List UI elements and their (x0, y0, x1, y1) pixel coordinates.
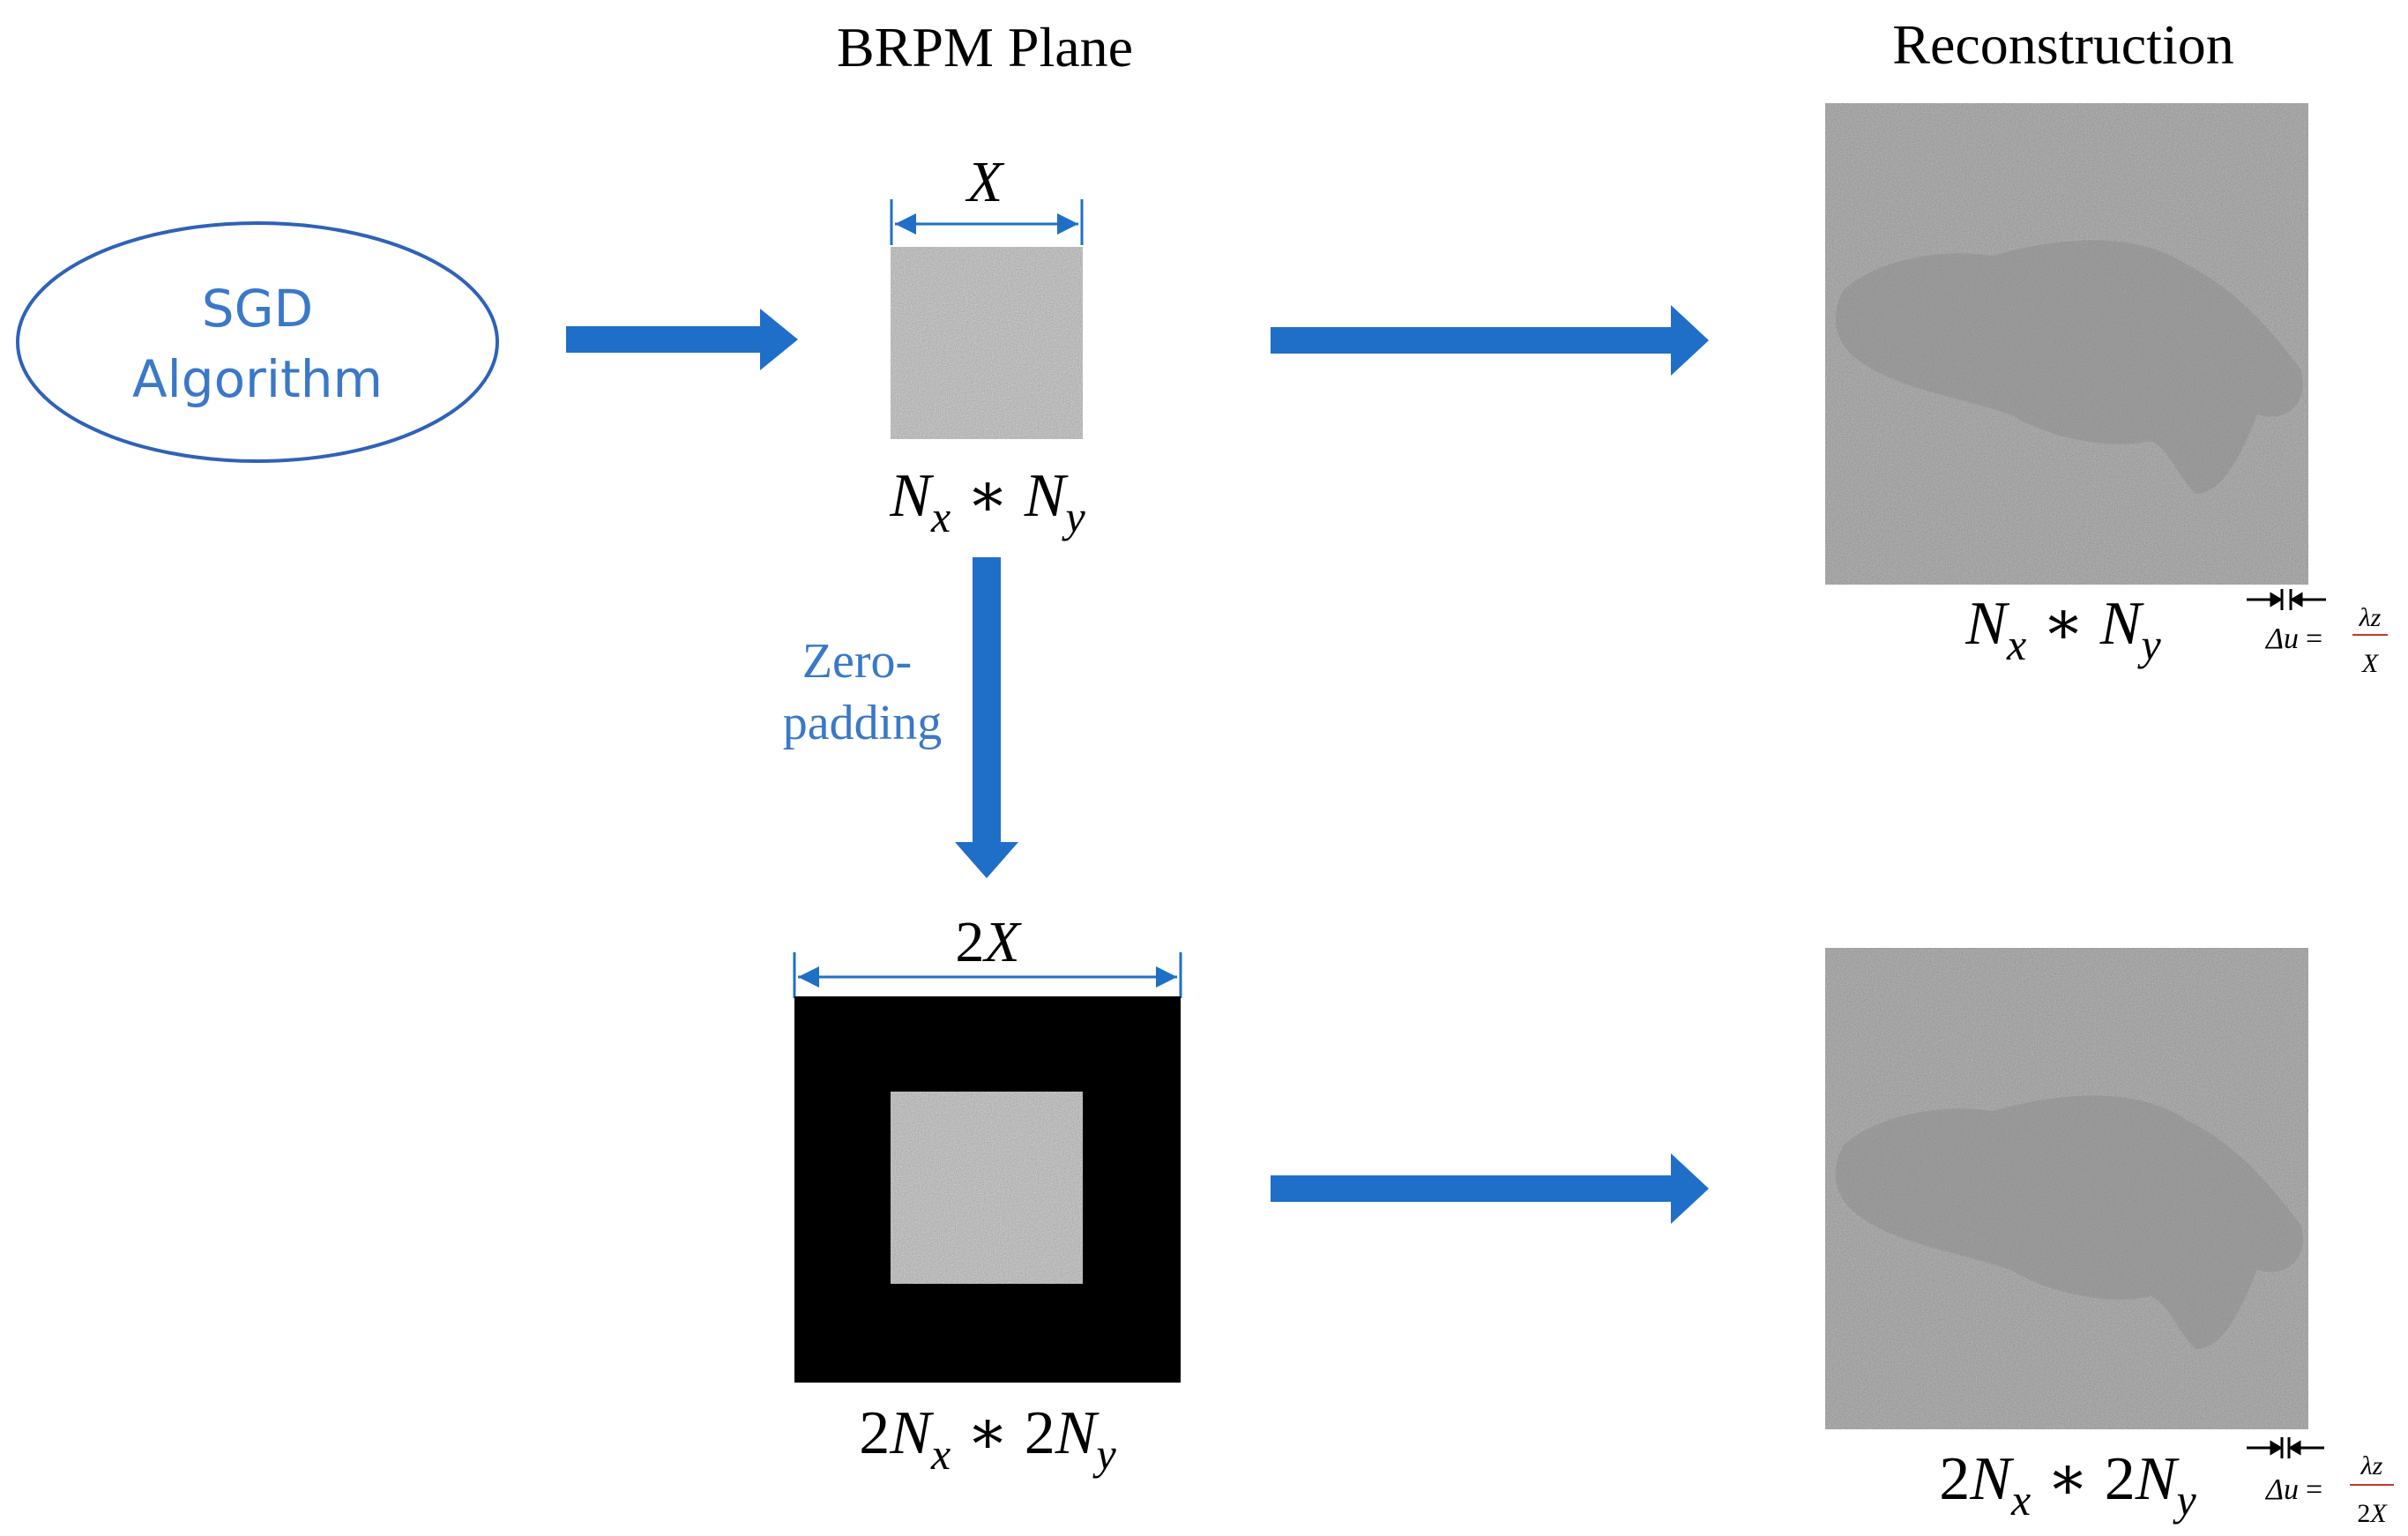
reconstruction-image-bottom (1825, 948, 2308, 1429)
brpm-pattern (891, 247, 1083, 439)
zero-padding-label-line2: padding (783, 696, 942, 750)
brpm-plane-header: BRPM Plane (837, 16, 1133, 78)
algorithm-label: Algorithm (132, 349, 383, 409)
arrow-sgd-to-brpm (566, 309, 798, 370)
dimension-x-label: X (965, 150, 1005, 214)
sgd-algorithm-ellipse (16, 221, 499, 463)
dimension-2x-label: 2X (955, 910, 1022, 974)
zero-padding-label-line1: Zero- (802, 634, 912, 689)
zero-padded-pattern (891, 1092, 1083, 1284)
dimension-x (890, 199, 1084, 245)
pixel-size-marker-top (2247, 589, 2326, 610)
arrow-brpm-to-reconstruction (1271, 305, 1709, 376)
dimension-2x (793, 952, 1182, 998)
arrow-zero-padding (955, 557, 1018, 878)
size-label-reconstruction-top: Nx∗Ny (1964, 590, 2161, 669)
delta-u-bottom-numerator: λz (2360, 1451, 2383, 1480)
arrow-padded-to-reconstruction (1271, 1153, 1709, 1224)
delta-u-top-numerator: λz (2359, 603, 2382, 632)
reconstruction-image-top (1825, 103, 2308, 585)
delta-u-top-denominator: X (2361, 649, 2380, 678)
delta-u-top: Δu= (2264, 623, 2322, 655)
size-label-padded: 2Nx∗2Ny (859, 1399, 1116, 1479)
size-label-reconstruction-bottom: 2Nx∗2Ny (1939, 1445, 2196, 1525)
size-label-brpm: Nx∗Ny (889, 462, 1085, 541)
cat-silhouette-top (1835, 240, 2303, 494)
pixel-size-marker-bottom (2247, 1437, 2324, 1458)
sgd-label: SGD (202, 279, 313, 339)
cat-silhouette-bottom (1835, 1095, 2303, 1349)
reconstruction-header: Reconstruction (1892, 13, 2233, 76)
delta-u-bottom: Δu= (2264, 1473, 2322, 1506)
delta-u-bottom-denominator: 2X (2357, 1499, 2388, 1528)
